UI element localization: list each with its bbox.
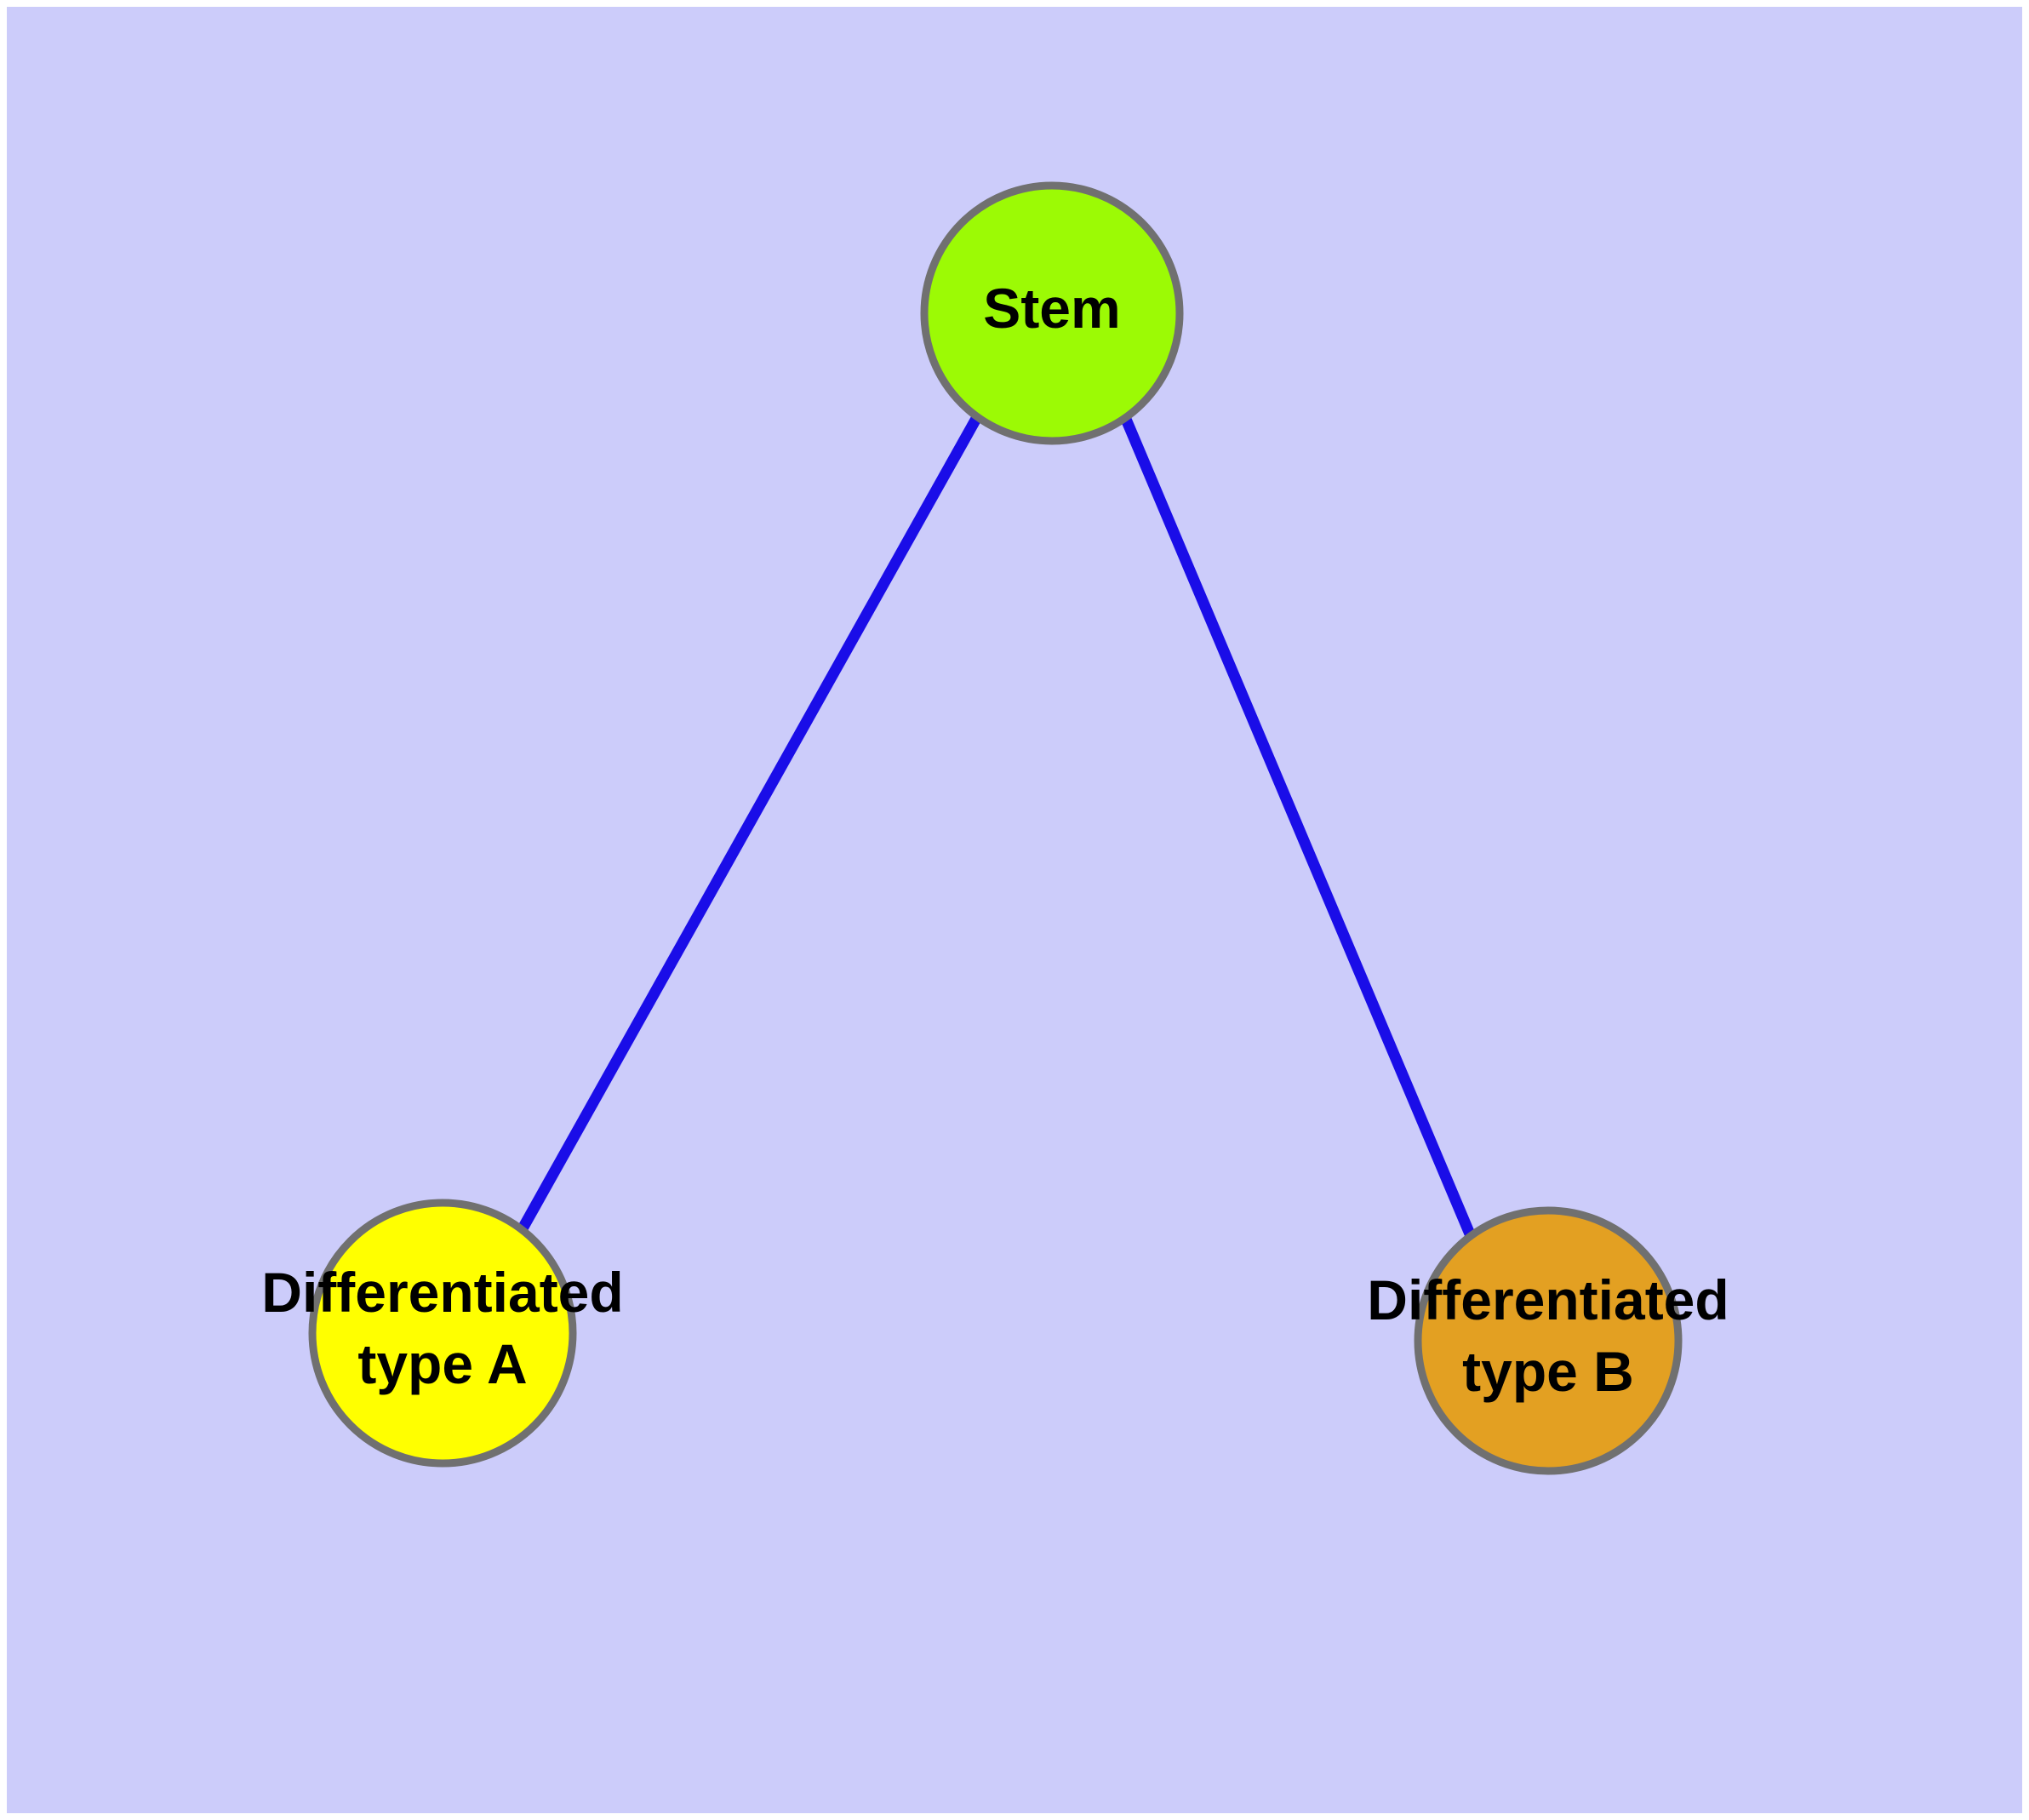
node-differentiated-type-b[interactable]	[1414, 1206, 1683, 1475]
node-stem[interactable]	[920, 181, 1184, 445]
node-differentiated-type-a[interactable]	[308, 1199, 577, 1468]
edge-group	[517, 414, 1476, 1239]
node-stem-circle[interactable]	[920, 181, 1184, 445]
node-differentiated-type-b-circle[interactable]	[1414, 1206, 1683, 1475]
node-differentiated-type-a-circle[interactable]	[308, 1199, 577, 1468]
node-group	[308, 181, 1683, 1475]
edge-stem-to-differentiated-type-b[interactable]	[1120, 415, 1476, 1239]
node-stem-label: Stem	[983, 277, 1120, 340]
edge-stem-to-differentiated-type-a[interactable]	[517, 414, 982, 1233]
